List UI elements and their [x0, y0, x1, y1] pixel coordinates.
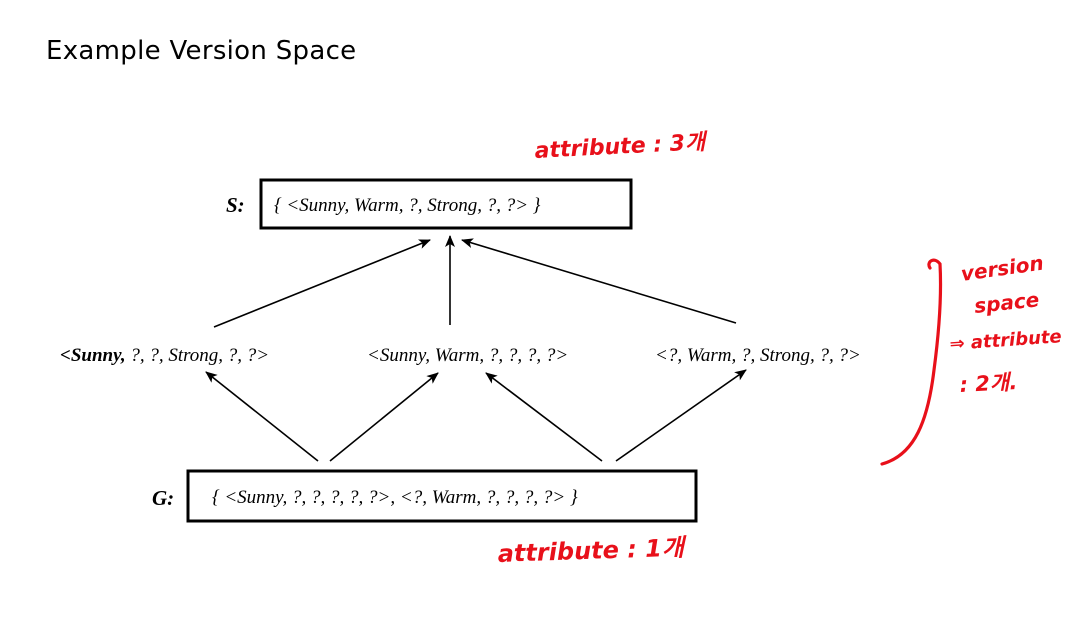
g-set-box	[186, 469, 698, 523]
annotation-right-line3: ⇒ attribute	[949, 326, 1062, 355]
arrow-mid1-to-s	[213, 239, 431, 328]
g-set-hypothesis: { <Sunny, ?, ?, ?, ?, ?>, <?, Warm, ?, ?…	[212, 487, 578, 508]
middle-hypothesis-3: <?, Warm, ?, Strong, ?, ?>	[655, 345, 861, 366]
g-set-label: G:	[152, 486, 174, 510]
arrow-g-to-mid1-a	[205, 371, 319, 462]
middle-hypothesis-1-prefix: <	[60, 345, 71, 366]
middle-hypothesis-1: <Sunny, ?, ?, Strong, ?, ?>	[60, 345, 269, 366]
annotation-right-line4: : 2개.	[959, 370, 1018, 397]
middle-hypothesis-2: <Sunny, Warm, ?, ?, ?, ?>	[367, 345, 568, 366]
page-title: Example Version Space	[46, 36, 357, 66]
annotation-top: attribute : 3개	[534, 130, 710, 164]
s-set-hypothesis: { <Sunny, Warm, ?, Strong, ?, ?> }	[274, 195, 541, 216]
s-set-label: S:	[226, 193, 245, 217]
annotation-right-line1: version	[959, 251, 1045, 286]
middle-hypothesis-1-rest: ?, ?, Strong, ?, ?>	[126, 345, 270, 366]
annotation-bottom: attribute : 1개	[497, 533, 688, 568]
arrow-g-to-mid3-b	[615, 369, 747, 462]
s-set-box	[259, 178, 633, 230]
arrow-mid3-to-s	[461, 238, 737, 324]
annotation-right-line2: space	[973, 287, 1040, 318]
arrow-g-to-mid2-a	[329, 372, 439, 462]
arrow-g-to-mid2-b	[485, 372, 603, 462]
annotation-brace	[880, 258, 943, 466]
middle-hypothesis-1-bold: Sunny,	[71, 345, 126, 366]
